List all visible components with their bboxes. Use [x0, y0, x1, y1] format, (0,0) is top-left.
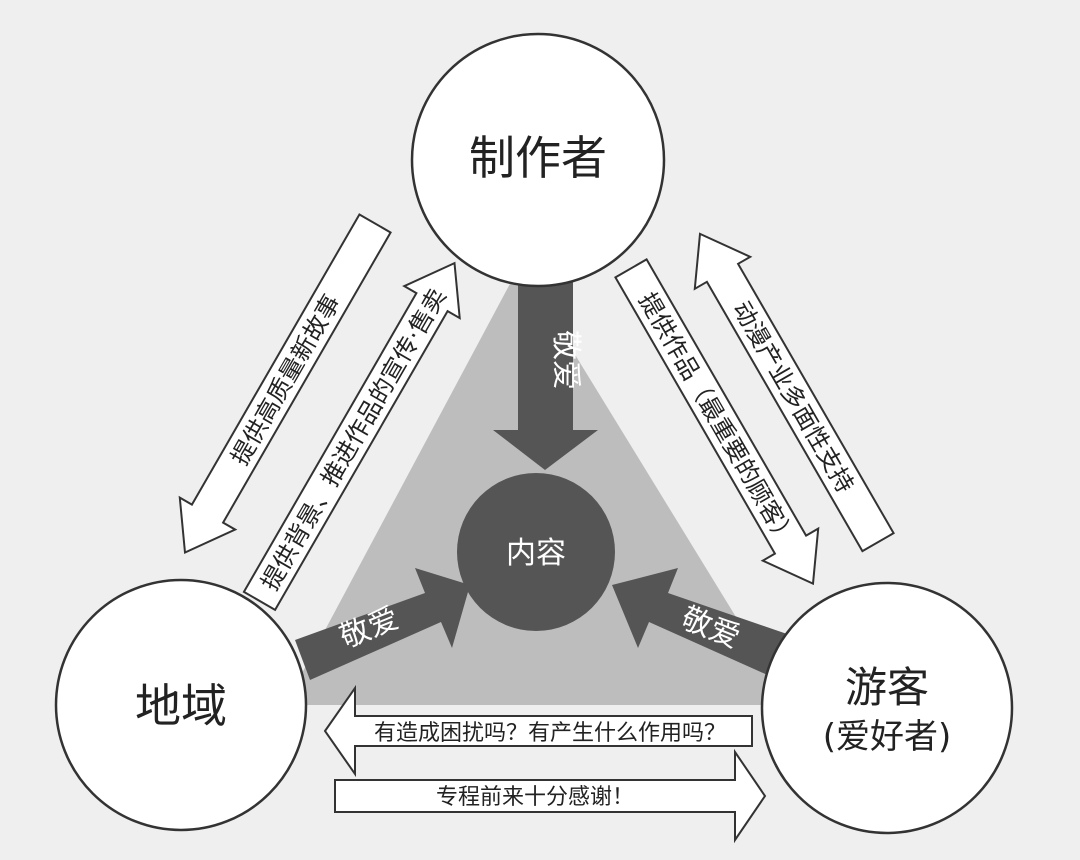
label-tourist-to-region: 有造成困扰吗？有产生什么作用吗？ [374, 721, 726, 746]
respect-arrow-producer [493, 275, 598, 470]
tourist-sublabel: (爱好者) [823, 717, 952, 757]
respect-arrow-tourist [612, 568, 790, 677]
region-label: 地域 [135, 679, 227, 733]
producer-label: 制作者 [469, 131, 607, 185]
label-region-to-tourist: 专程前来十分感谢！ [436, 785, 634, 810]
arrow-tourist-to-region: 有造成困扰吗？有产生什么作用吗？ [323, 684, 753, 778]
respect-label-producer: 敬爱 [548, 330, 583, 390]
content-label: 内容 [506, 536, 566, 571]
region-circle [54, 578, 308, 832]
content-circle [457, 473, 615, 631]
label-producer-to-region: 提供高质量新故事 [226, 290, 346, 470]
producer-circle [410, 32, 666, 288]
tourist-circle [760, 581, 1014, 835]
arrow-region-to-tourist: 专程前来十分感谢！ [334, 748, 767, 844]
respect-arrow-region [295, 568, 470, 680]
tourist-label: 游客 [845, 663, 929, 712]
